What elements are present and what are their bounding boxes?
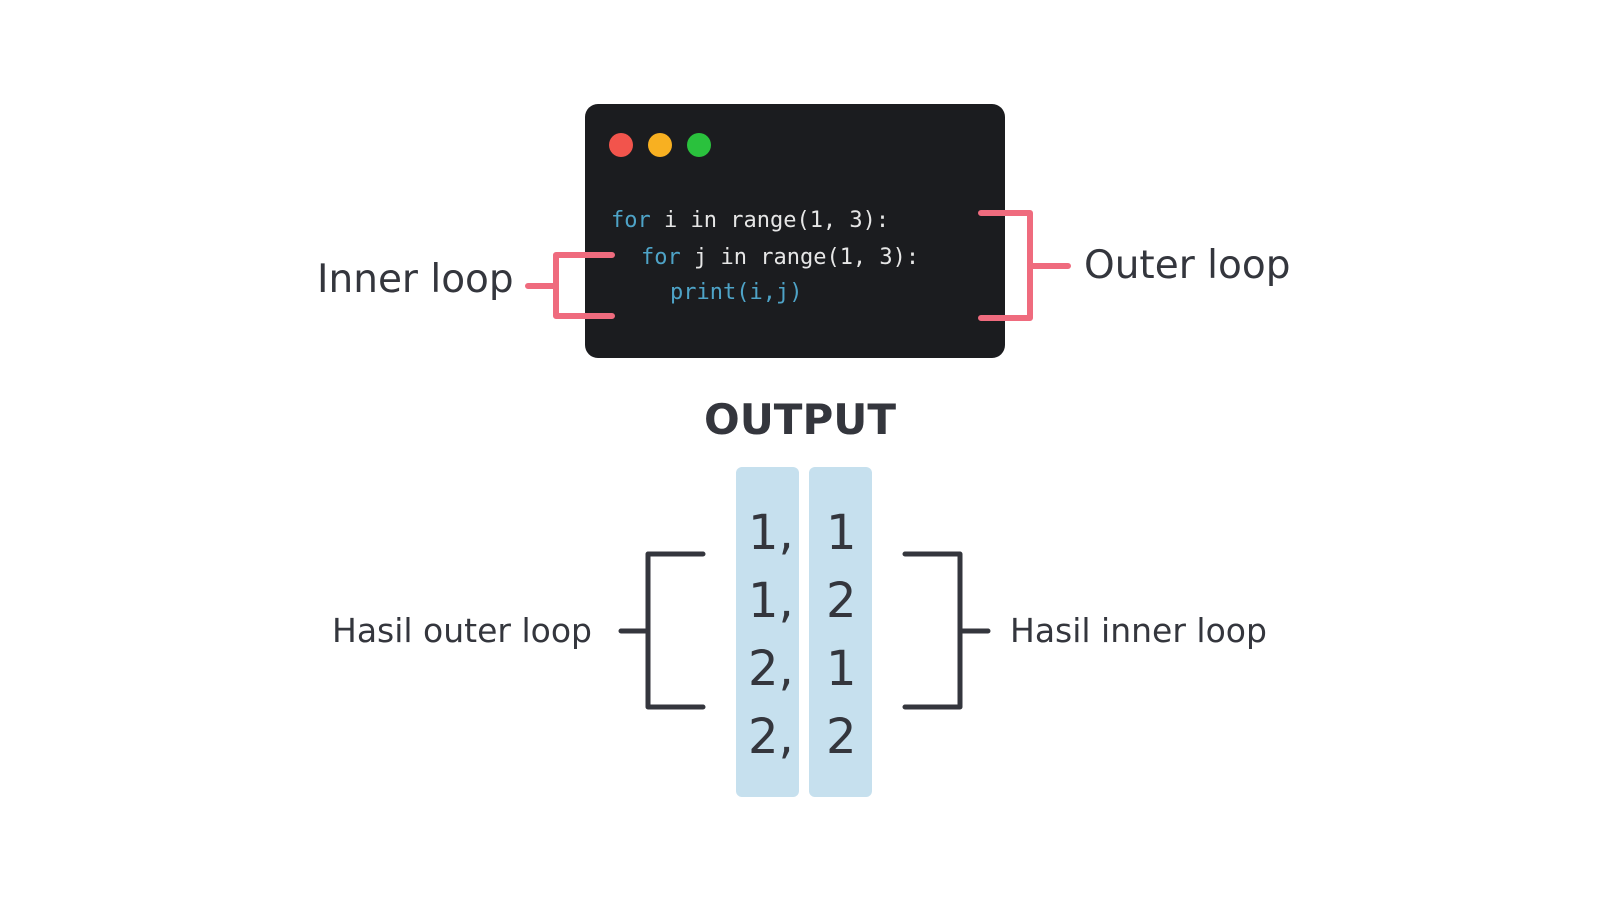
inner-result-label: Hasil inner loop [1010, 611, 1267, 650]
code-keyword: for [611, 208, 651, 233]
inner-output-value: 1 [826, 505, 857, 561]
outer-output-value: 2, [748, 641, 794, 697]
code-keyword: for [641, 245, 681, 270]
code-line-print: print(i,j) [670, 279, 802, 307]
outer-loop-bracket [978, 210, 1071, 321]
code-line-outer-for: for i in range(1, 3): [611, 207, 889, 235]
inner-result-bracket [902, 551, 991, 710]
inner-output-value: 2 [826, 573, 857, 629]
maximize-window-dot-icon[interactable] [687, 133, 711, 157]
outer-loop-label: Outer loop [1084, 243, 1291, 288]
code-line-inner-for: for j in range(1, 3): [641, 244, 919, 272]
code-text: i in range(1, 3): [650, 208, 890, 233]
outer-output-column [736, 467, 799, 797]
inner-loop-label: Inner loop [317, 257, 514, 302]
code-window: for i in range(1, 3): for j in range(1, … [585, 104, 1005, 358]
inner-output-value: 2 [826, 709, 857, 765]
code-function-call: print(i,j) [670, 280, 803, 305]
outer-output-value: 1, [748, 573, 794, 629]
outer-output-value: 2, [748, 709, 794, 765]
outer-result-label: Hasil outer loop [332, 611, 592, 650]
code-text: j in range(1, 3): [680, 245, 920, 270]
inner-output-value: 1 [826, 641, 857, 697]
outer-output-value: 1, [748, 505, 794, 561]
inner-loop-bracket [525, 252, 615, 319]
minimize-window-dot-icon[interactable] [648, 133, 672, 157]
close-window-dot-icon[interactable] [609, 133, 633, 157]
outer-result-bracket [618, 551, 706, 710]
inner-output-column [809, 467, 872, 797]
output-title: OUTPUT [704, 395, 896, 444]
